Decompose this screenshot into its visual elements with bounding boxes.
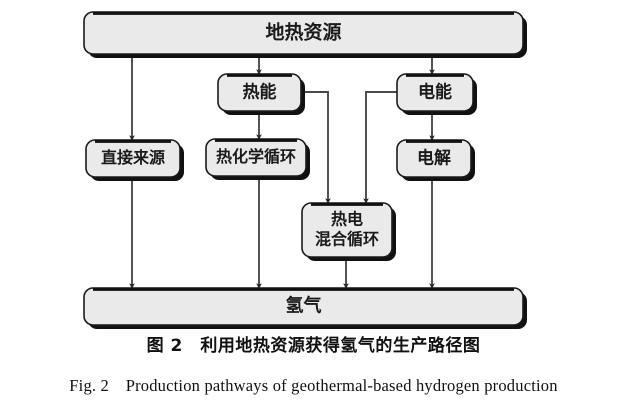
node-label-geothermal: 地热资源 bbox=[265, 21, 341, 44]
node-hydrogen[interactable]: 氢气 bbox=[83, 287, 527, 329]
node-geothermal[interactable]: 地热资源 bbox=[83, 11, 527, 58]
node-thermochemical[interactable]: 热化学循环 bbox=[205, 138, 310, 180]
node-thermal[interactable]: 热能 bbox=[217, 73, 305, 115]
node-electric[interactable]: 电能 bbox=[396, 73, 477, 115]
node-label-hybrid-cycle: 热电 bbox=[331, 210, 363, 229]
node-label-direct-source: 直接来源 bbox=[101, 148, 165, 167]
node-electrolysis[interactable]: 电解 bbox=[396, 139, 475, 181]
figure-caption-chinese: 图 2 利用地热资源获得氢气的生产路径图 bbox=[146, 336, 481, 356]
node-label-hybrid-cycle: 混合循环 bbox=[315, 230, 379, 249]
node-label-thermochemical: 热化学循环 bbox=[216, 147, 296, 166]
figure-caption-english: Fig. 2 Production pathways of geothermal… bbox=[69, 376, 558, 395]
node-label-hydrogen: 氢气 bbox=[286, 295, 322, 317]
connector-thermal-to-hybrid-cycle bbox=[301, 91, 331, 204]
node-label-thermal: 热能 bbox=[243, 82, 277, 103]
node-label-electric: 电能 bbox=[418, 82, 452, 103]
connector-electric-to-hybrid-cycle bbox=[363, 91, 397, 204]
connector-layer bbox=[129, 54, 435, 289]
node-direct-source[interactable]: 直接来源 bbox=[85, 139, 184, 181]
node-label-electrolysis: 电解 bbox=[417, 148, 451, 169]
